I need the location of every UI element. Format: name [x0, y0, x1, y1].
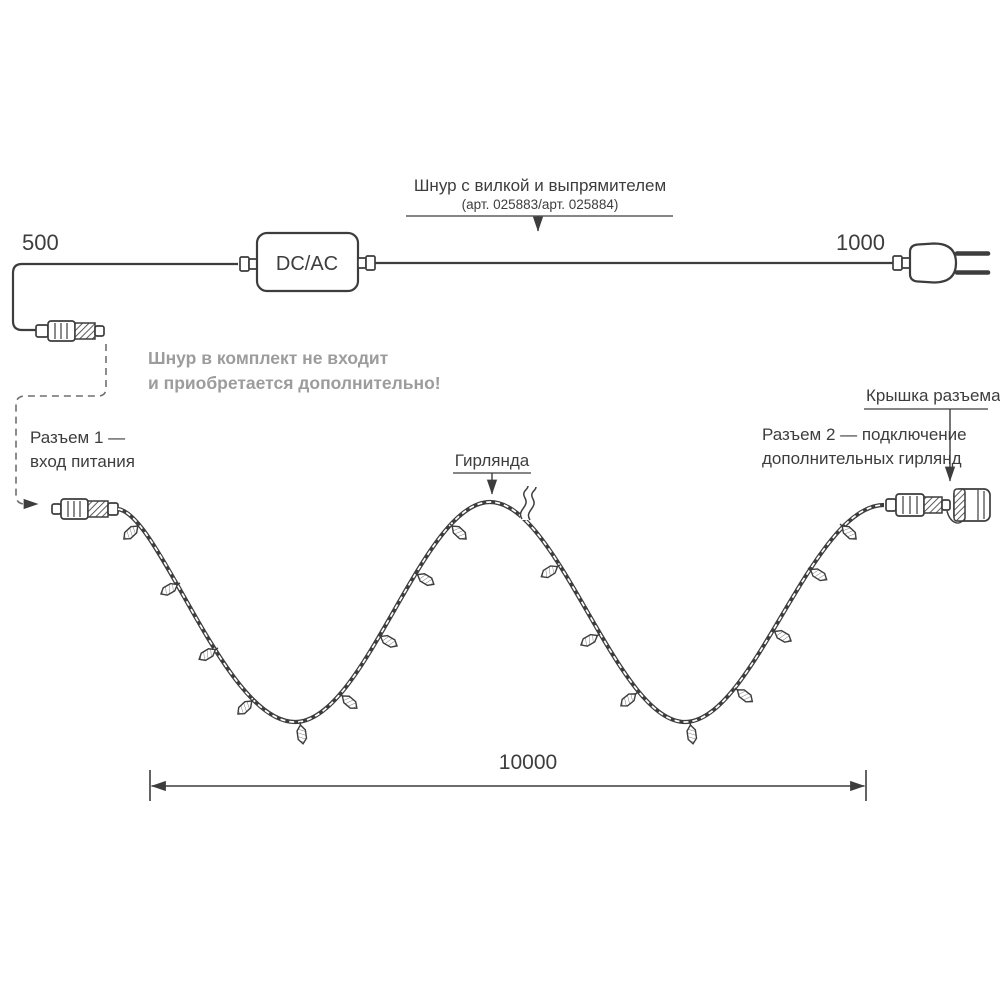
cord-title: Шнур с вилкой и выпрямителем: [414, 176, 666, 195]
note-line2: и приобретается дополнительно!: [148, 373, 441, 393]
connector1-label-line2: вход питания: [30, 452, 135, 471]
garland-label-group: Гирлянда: [453, 451, 531, 495]
dc-ac-label: DC/AC: [276, 253, 338, 275]
note-line1: Шнур в комплект не входит: [148, 348, 389, 368]
not-included-note: Шнур в комплект не входит и приобретаетс…: [148, 348, 441, 393]
dashed-connection-path: [15, 344, 107, 510]
cap-label: Крышка разъема: [866, 386, 1000, 405]
garland-label: Гирлянда: [455, 451, 530, 470]
connector2-icon: [885, 493, 951, 517]
wire-break-icon: [519, 485, 538, 521]
power-plug-icon: [892, 242, 991, 284]
led-bulb-icon: [446, 520, 470, 543]
dimension-group: 10000: [149, 751, 867, 801]
cord-title-group: Шнур с вилкой и выпрямителем (арт. 02588…: [406, 176, 673, 232]
led-bulb-icon: [336, 690, 361, 713]
led-bulb-icon: [731, 683, 756, 706]
connector2-label-line1: Разъем 2 — подключение: [762, 425, 967, 444]
led-bulb-icon: [685, 720, 698, 746]
led-bulb-icon: [617, 687, 642, 710]
total-length-label: 10000: [499, 751, 557, 774]
connector2-label-line2: дополнительных гирлянд: [762, 449, 962, 468]
led-bulb-icon: [295, 720, 308, 746]
dc-ac-converter: DC/AC: [239, 231, 376, 293]
cord-right-length-label: 1000: [836, 230, 885, 255]
led-bulb-icon: [234, 695, 258, 718]
cable-gland-left-icon: [239, 256, 250, 272]
cord-left-wire: [11, 262, 238, 332]
connector1-icon: [51, 498, 119, 520]
garland-wire: [117, 499, 885, 725]
cord-subtitle: (арт. 025883/арт. 025884): [462, 197, 619, 212]
connector-cap-icon: [946, 488, 991, 524]
cord-output-connector-icon: [35, 320, 105, 342]
cable-gland-right-icon: [365, 255, 376, 271]
connector1-label-group: Разъем 1 — вход питания: [30, 428, 135, 471]
cap-label-group: Крышка разъема: [864, 386, 1000, 482]
led-bulb-icon: [120, 520, 144, 543]
power-cord-section: 500 1000 DC/AC: [11, 176, 991, 342]
connector1-label-line1: Разъем 1 —: [30, 428, 125, 447]
led-bulbs: [120, 520, 860, 746]
connector2-label-group: Разъем 2 — подключение дополнительных ги…: [762, 425, 967, 468]
cord-left-length-label: 500: [22, 230, 59, 255]
